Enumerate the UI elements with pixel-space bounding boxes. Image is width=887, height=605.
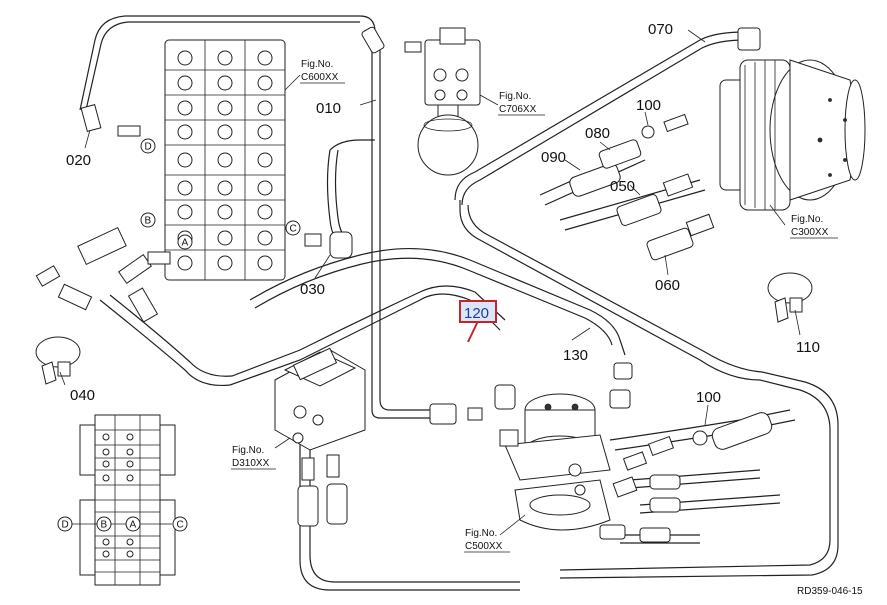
pilot-valve-assembly [361, 26, 481, 176]
part-label[interactable]: 100 [636, 97, 661, 114]
lower-valve-assembly [274, 347, 366, 527]
part-label[interactable]: 030 [300, 281, 325, 298]
part-label[interactable]: 100 [696, 389, 721, 406]
clamp-040 [35, 336, 81, 385]
fittings-right [569, 113, 773, 450]
fig-ref-code[interactable]: C300XX [791, 227, 829, 238]
port-marker: D [145, 142, 152, 153]
part-label[interactable]: 130 [563, 347, 588, 364]
inset-port-marker: D [62, 520, 69, 531]
swivel-joint-assembly [429, 362, 681, 543]
highlight-leader-line [467, 320, 479, 343]
clamp-110 [767, 272, 813, 323]
part-labels: 010 020 030 040 050 060 070 080 090 100 … [66, 21, 820, 406]
part-label[interactable]: 070 [648, 21, 673, 38]
leader-lines [59, 29, 801, 536]
fig-ref-prefix: Fig.No. [232, 445, 264, 456]
fig-ref-prefix: Fig.No. [465, 528, 497, 539]
port-marker: C [290, 224, 297, 235]
part-label[interactable]: 110 [796, 339, 820, 356]
port-markers: D B A C D B A C [57, 138, 301, 532]
part-label[interactable]: 060 [655, 277, 680, 294]
fig-ref-code[interactable]: D310XX [232, 458, 270, 469]
port-marker: A [182, 238, 189, 249]
travel-motor-assembly [719, 27, 866, 211]
fittings-left [35, 103, 353, 323]
port-marker: B [145, 216, 152, 227]
part-label[interactable]: 050 [610, 178, 635, 195]
drawing-number: RD359-046-15 [797, 586, 863, 597]
part-label[interactable]: 020 [66, 152, 91, 169]
fig-ref-prefix: Fig.No. [499, 91, 531, 102]
part-label[interactable]: 080 [585, 125, 610, 142]
inset-port-marker: B [101, 520, 108, 531]
part-label[interactable]: 040 [70, 387, 95, 404]
inset-valve-schematic [72, 414, 176, 586]
highlight-box [459, 300, 497, 323]
fig-ref-code[interactable]: C600XX [301, 72, 339, 83]
highlighted-part-callout[interactable]: 120 [459, 300, 497, 323]
fig-ref-code[interactable]: C706XX [499, 104, 537, 115]
inset-port-marker: C [177, 520, 184, 531]
part-label[interactable]: 090 [541, 149, 566, 166]
fig-ref-prefix: Fig.No. [791, 214, 823, 225]
fig-ref-code[interactable]: C500XX [465, 541, 503, 552]
control-valve-assembly [164, 39, 286, 281]
part-label[interactable]: 010 [316, 100, 341, 117]
fig-ref-prefix: Fig.No. [301, 59, 333, 70]
figure-references: Fig.No. C600XX Fig.No. C706XX Fig.No. C3… [231, 59, 838, 553]
inset-port-marker: A [130, 520, 137, 531]
highlighted-part-label[interactable]: 120 [464, 305, 489, 322]
